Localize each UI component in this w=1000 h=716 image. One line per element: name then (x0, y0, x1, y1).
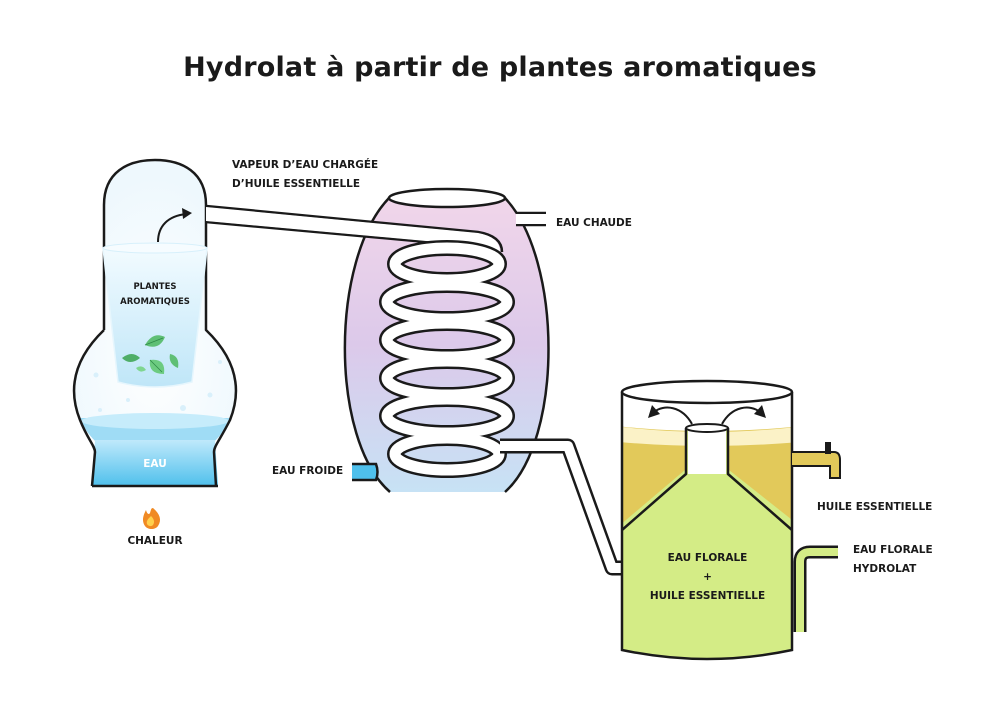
plants-label-line2: AROMATIQUES (120, 297, 190, 307)
curved-arrow-icon (157, 208, 192, 243)
leaf-icon (122, 335, 179, 374)
heat-label: CHALEUR (127, 535, 183, 547)
diagram-title: Hydrolat à partir de plantes aromatiques (183, 52, 817, 83)
vapor-label-line1: VAPEUR D’EAU CHARGÉE (232, 159, 379, 171)
water-label: EAU (143, 458, 167, 470)
hydrolat-outlet (793, 545, 838, 632)
condenser-coil (379, 240, 515, 478)
hot-water-label: EAU CHAUDE (556, 217, 632, 229)
cold-water-inlet (352, 462, 379, 482)
mixture-label-line1: EAU FLORALE (667, 552, 748, 564)
mixture-label-line3: HUILE ESSENTIELLE (649, 590, 766, 602)
vapor-label-line2: D’HUILE ESSENTIELLE (232, 178, 361, 190)
condensate-pipe (500, 438, 624, 576)
essential-oil-label: HUILE ESSENTIELLE (817, 501, 933, 513)
flask-water-base (92, 440, 218, 486)
cold-water-label: EAU FROIDE (272, 465, 344, 477)
condenser-top-opening (387, 187, 507, 209)
oil-tap (792, 442, 841, 479)
hot-water-outlet (516, 211, 546, 227)
separator-top-opening (620, 379, 794, 405)
plants-label-line1: PLANTES (133, 282, 177, 292)
mixture-label-line2: + (703, 571, 712, 583)
separator (620, 379, 841, 661)
hydrolat-label-line2: HYDROLAT (853, 563, 917, 575)
flame-icon (143, 508, 161, 529)
curved-arrow-icon (648, 405, 766, 425)
plant-cup (102, 242, 208, 388)
floral-water-zone (622, 430, 792, 658)
hydrolat-label-line1: EAU FLORALE (853, 544, 933, 556)
